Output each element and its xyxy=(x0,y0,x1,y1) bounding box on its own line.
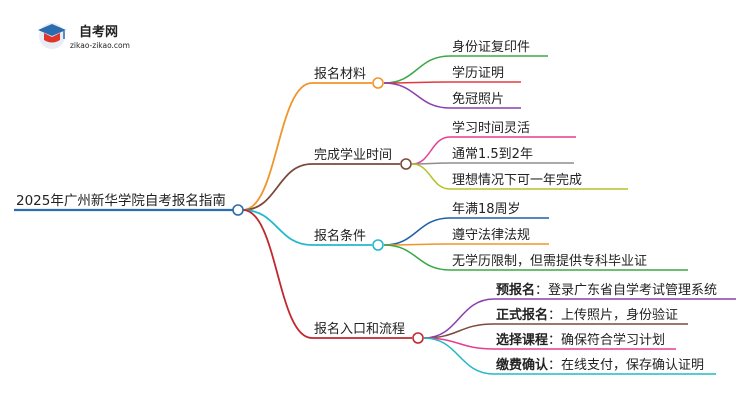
leaf-course-selection: 选择课程：确保符合学习计划 xyxy=(496,332,665,348)
leaf-law: 遵守法律法规 xyxy=(452,227,530,243)
branch-label-study-time: 完成学业时间 xyxy=(314,147,392,163)
graduation-cap-icon xyxy=(38,23,66,49)
branch-conditions: 报名条件 年满18周岁 遵守法律法规 无学历限制，但需提供专科毕业证 xyxy=(314,202,647,269)
conditions-leaf-2-connector xyxy=(383,244,451,271)
leaf-payment: 缴费确认：在线支付，保存确认证明 xyxy=(496,357,704,373)
study-time-leaf-0-connector xyxy=(411,136,451,165)
root-to-process-connector xyxy=(242,209,313,339)
process-leaf-0-connector xyxy=(423,298,495,339)
leaf-age: 年满18周岁 xyxy=(452,202,521,217)
root-label: 2025年广州新华学院自考报名指南 xyxy=(16,193,226,209)
leaf-formal-registration: 正式报名：上传照片，身份验证 xyxy=(496,307,678,323)
root-to-conditions-connector xyxy=(242,209,313,246)
root-node: 2025年广州新华学院自考报名指南 xyxy=(14,193,244,216)
branch-process-dot xyxy=(412,332,424,344)
leaf-id-copy: 身份证复印件 xyxy=(452,39,530,55)
connector-lines xyxy=(242,55,736,375)
leaf-one-year: 理想情况下可一年完成 xyxy=(452,172,582,188)
leaf-flexible-time: 学习时间灵活 xyxy=(452,120,530,136)
materials-leaf-2-connector xyxy=(383,82,451,109)
root-node-dot xyxy=(232,204,244,216)
root-to-study-time-connector xyxy=(242,163,313,211)
branch-label-materials: 报名材料 xyxy=(314,66,366,82)
process-leaf-3-connector xyxy=(423,337,495,375)
branch-study-time: 完成学业时间 学习时间灵活 通常1.5到2年 理想情况下可一年完成 xyxy=(314,120,582,188)
leaf-diploma: 无学历限制，但需提供专科毕业证 xyxy=(452,253,647,269)
conditions-leaf-0-connector xyxy=(383,217,451,246)
root-to-materials-connector xyxy=(242,82,313,211)
leaf-pre-registration: 预报名：登录广东省自学考试管理系统 xyxy=(496,282,717,298)
branch-conditions-dot xyxy=(372,239,384,251)
leaf-usual-duration: 通常1.5到2年 xyxy=(452,147,533,162)
branch-materials-dot xyxy=(372,77,384,89)
branch-label-process: 报名入口和流程 xyxy=(314,321,405,337)
study-time-leaf-2-connector xyxy=(411,163,451,190)
leaf-education-proof: 学历证明 xyxy=(452,65,504,81)
branch-process: 报名入口和流程 预报名：登录广东省自学考试管理系统 正式报名：上传照片，身份验证… xyxy=(314,282,717,373)
branch-study-time-dot xyxy=(400,158,412,170)
branch-materials: 报名材料 身份证复印件 学历证明 免冠照片 xyxy=(314,39,530,107)
leaf-photo: 免冠照片 xyxy=(452,92,504,107)
logo-name: 自考网 xyxy=(79,24,118,40)
branch-label-conditions: 报名条件 xyxy=(314,228,366,244)
logo-domain: zikao-zikao.com xyxy=(70,41,130,50)
materials-leaf-0-connector xyxy=(383,55,451,84)
logo: 自考网 zikao-zikao.com xyxy=(38,23,130,50)
